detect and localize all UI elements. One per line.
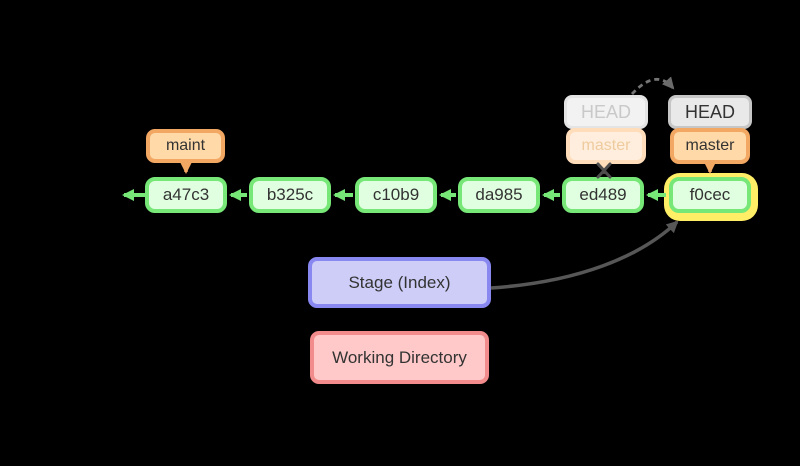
- branch-label-master: master: [670, 128, 750, 164]
- head-label: HEAD: [668, 95, 752, 129]
- commit-node-a47c3: a47c3: [145, 177, 227, 213]
- commit-node-da985: da985: [458, 177, 540, 213]
- commit-node-c10b9: c10b9: [355, 177, 437, 213]
- dashed-arc-arrow-icon: [630, 76, 675, 95]
- old-head-label: HEAD: [564, 95, 648, 129]
- branch-label-maint: maint: [146, 129, 225, 163]
- commit-node-b325c: b325c: [249, 177, 331, 213]
- stage-to-commit-arrow: [490, 220, 679, 290]
- commit-node-f0cec: f0cec: [669, 177, 751, 213]
- x-icon: [596, 162, 612, 179]
- stage-index-box: Stage (Index): [308, 257, 491, 308]
- old-branch-label-master: master: [566, 128, 646, 164]
- working-directory-box: Working Directory: [310, 331, 489, 384]
- commit-node-ed489: ed489: [562, 177, 644, 213]
